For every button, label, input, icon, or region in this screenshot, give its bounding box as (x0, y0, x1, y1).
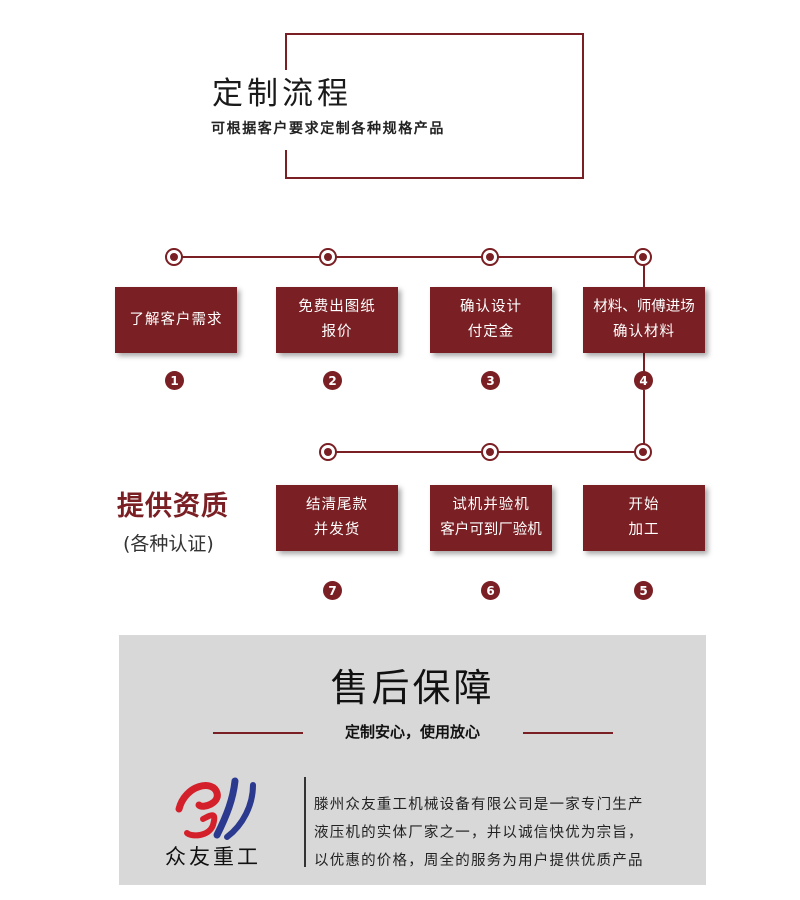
process-dot (319, 248, 337, 266)
step-box-4: 材料、师傅进场 确认材料 (583, 287, 705, 353)
after-sales-panel: 售后保障 定制安心，使用放心 众友重工 滕州众友重工机械设备有限公司是一家专门生… (119, 635, 706, 885)
process-dot (165, 248, 183, 266)
company-line: 以优惠的价格，周全的服务为用户提供优质产品 (314, 853, 644, 869)
step-number-7: 7 (323, 581, 342, 600)
step-label: 免费出图纸 (298, 299, 376, 315)
step-box-6: 试机并验机 客户可到厂验机 (430, 485, 552, 551)
step-number-4: 4 (634, 371, 653, 390)
step-number-6: 6 (481, 581, 500, 600)
process-dot (319, 443, 337, 461)
tagline-right-line (523, 732, 613, 734)
step-box-7: 结清尾款 并发货 (276, 485, 398, 551)
qualification-title: 提供资质 (117, 491, 229, 522)
step-number-1: 1 (165, 371, 184, 390)
step-label: 付定金 (467, 324, 515, 340)
logo-name: 众友重工 (165, 845, 261, 869)
step-label: 结清尾款 (306, 497, 368, 513)
step-box-1: 了解客户需求 (115, 287, 237, 353)
tagline-left-line (213, 732, 303, 734)
step-number-5: 5 (634, 581, 653, 600)
page-title: 定制流程 (212, 76, 352, 112)
step-label: 加工 (628, 522, 660, 538)
after-sales-title: 售后保障 (330, 666, 495, 710)
step-label: 材料、师傅进场 (593, 299, 695, 315)
step-number-3: 3 (481, 371, 500, 390)
process-dot (481, 248, 499, 266)
step-box-2: 免费出图纸 报价 (276, 287, 398, 353)
process-line-right-lower (643, 390, 645, 452)
process-line-top (174, 256, 644, 258)
step-label: 开始 (628, 497, 660, 513)
after-sales-tagline: 定制安心，使用放心 (344, 723, 480, 741)
process-dot (634, 443, 652, 461)
company-line: 滕州众友重工机械设备有限公司是一家专门生产 (314, 797, 644, 813)
process-dot (634, 248, 652, 266)
step-label: 了解客户需求 (129, 311, 223, 328)
company-line: 液压机的实体厂家之一，并以诚信快优为宗旨， (314, 825, 644, 841)
step-label: 确认材料 (613, 324, 675, 340)
vertical-divider (304, 777, 306, 867)
title-frame-mask (200, 70, 540, 150)
page-subtitle: 可根据客户要求定制各种规格产品 (211, 121, 445, 137)
step-label: 报价 (321, 324, 353, 340)
process-dot (481, 443, 499, 461)
step-label: 确认设计 (460, 299, 522, 315)
step-label: 客户可到厂验机 (440, 522, 542, 538)
step-box-5: 开始 加工 (583, 485, 705, 551)
step-box-3: 确认设计 付定金 (430, 287, 552, 353)
company-description: 滕州众友重工机械设备有限公司是一家专门生产 液压机的实体厂家之一，并以诚信快优为… (314, 791, 644, 875)
company-logo-icon (175, 777, 256, 840)
step-label: 并发货 (313, 522, 361, 538)
step-number-2: 2 (323, 371, 342, 390)
qualification-subtitle: (各种认证) (123, 533, 214, 555)
step-label: 试机并验机 (452, 497, 530, 513)
